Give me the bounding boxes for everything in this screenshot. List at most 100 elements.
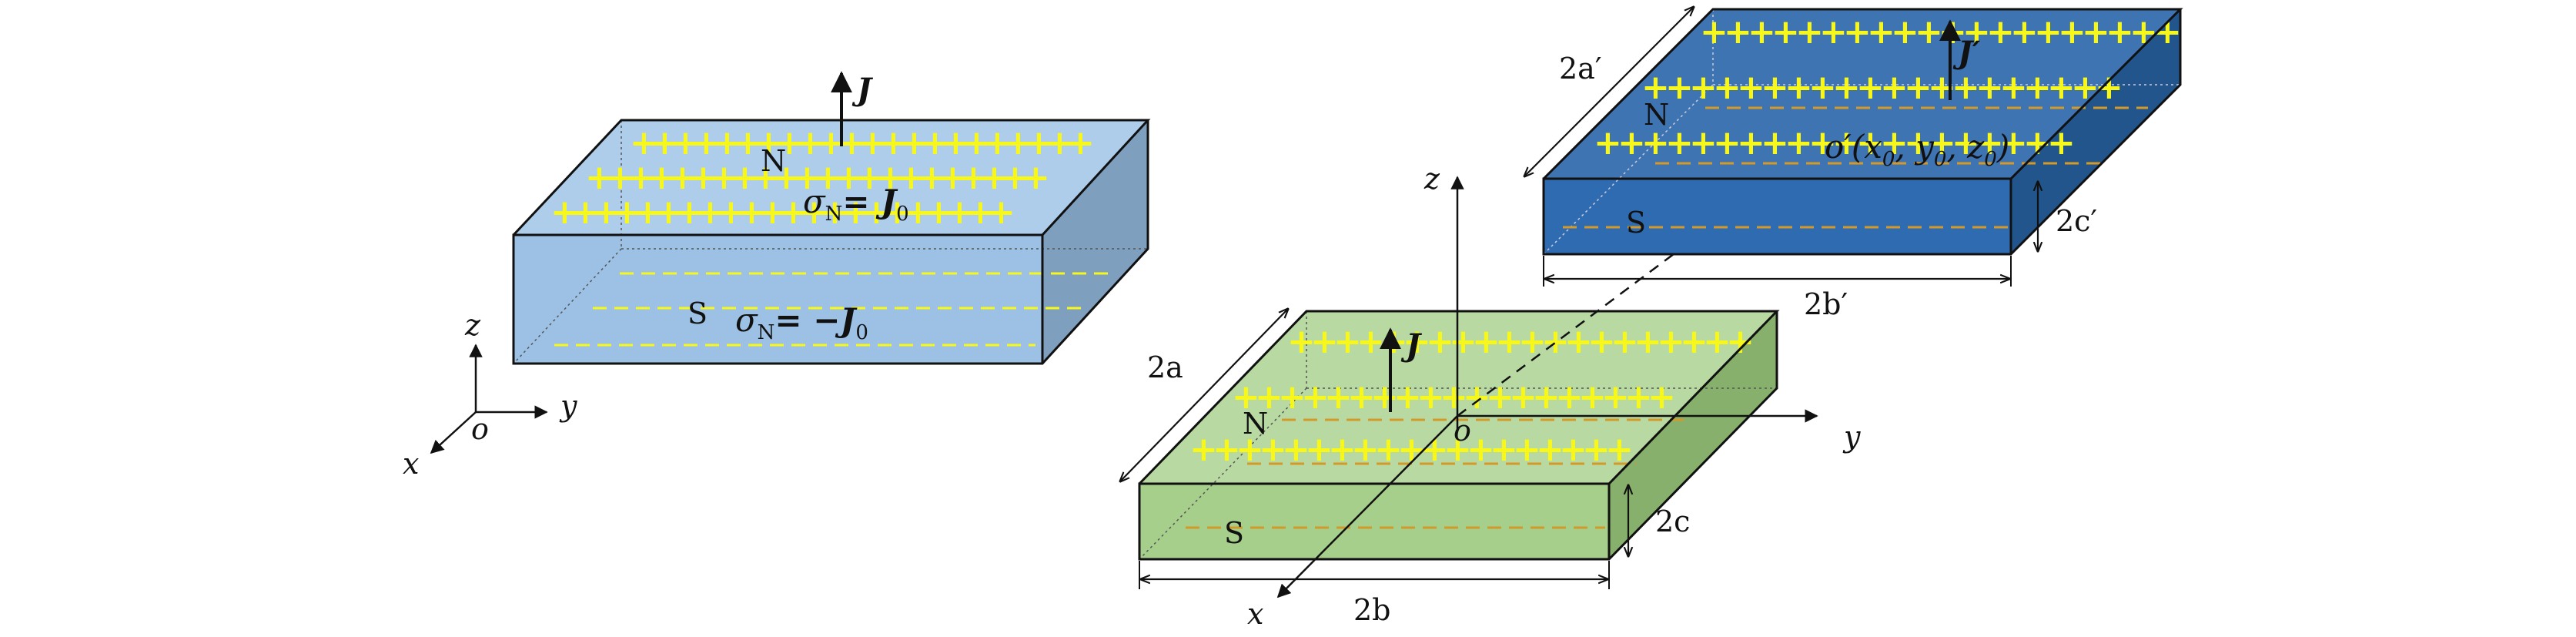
plus-charge-marker: + bbox=[1463, 377, 1491, 417]
plus-charge-marker: + bbox=[654, 193, 683, 232]
small-axis-x-label: x bbox=[403, 447, 419, 481]
plus-charge-marker: + bbox=[1467, 430, 1495, 469]
plus-charge-marker: + bbox=[1726, 322, 1755, 361]
plus-charge-marker: + bbox=[1564, 322, 1593, 361]
plus-charge-marker: + bbox=[754, 123, 783, 163]
box3-S-label: S bbox=[1626, 206, 1646, 240]
box2-superconductor-slab: ++++++++++++++++++++++++++++++++++++++++… bbox=[1120, 309, 1780, 627]
plus-charge-marker: + bbox=[945, 193, 974, 232]
box1-sigma-N-equation: σN= J0 bbox=[803, 183, 909, 226]
plus-charge-marker: + bbox=[966, 193, 995, 232]
plus-charge-marker: + bbox=[1578, 377, 1607, 417]
plus-charge-marker: + bbox=[1952, 68, 1980, 107]
plus-charge-marker: + bbox=[821, 193, 849, 232]
plus-charge-marker: + bbox=[1393, 377, 1422, 417]
plus-charge-marker: + bbox=[1536, 430, 1564, 469]
plus-charge-marker: + bbox=[1004, 123, 1032, 163]
plus-charge-marker: + bbox=[1403, 322, 1431, 361]
plus-charge-marker: + bbox=[858, 123, 887, 163]
plus-charge-marker: + bbox=[1495, 322, 1524, 361]
box1-N-label: N bbox=[761, 144, 786, 178]
plus-charge-marker: + bbox=[1785, 68, 1813, 107]
plus-charge-marker: + bbox=[2034, 12, 2062, 52]
plus-charge-marker: + bbox=[2095, 68, 2123, 107]
plus-charge-marker: + bbox=[1771, 12, 1800, 52]
box2-dim-a-label: 2a bbox=[1147, 350, 1183, 384]
plus-charge-marker: + bbox=[942, 123, 970, 163]
box3-dim-a-line bbox=[1524, 7, 1694, 176]
box3-dim-b-label: 2b′ bbox=[1804, 287, 1848, 321]
plus-charge-marker: + bbox=[2082, 12, 2110, 52]
plus-charge-marker: + bbox=[1333, 322, 1362, 361]
plus-charge-marker: + bbox=[1657, 322, 1685, 361]
plus-charge-marker: + bbox=[1867, 12, 1895, 52]
box2-dim-a-line bbox=[1120, 309, 1288, 481]
box3-origin-label: o′(x0, y0, z0) bbox=[1825, 128, 2009, 171]
plus-charge-marker: + bbox=[918, 158, 946, 197]
box1-current-label: J bbox=[851, 72, 874, 108]
plus-charge-marker: + bbox=[904, 193, 932, 232]
plus-charge-marker: + bbox=[796, 123, 825, 163]
plus-charge-marker: + bbox=[1351, 430, 1380, 469]
plus-charge-marker: + bbox=[1518, 322, 1547, 361]
plus-charge-marker: + bbox=[1449, 322, 1477, 361]
box3-side-face bbox=[2011, 9, 2180, 254]
plus-charge-marker: + bbox=[1513, 430, 1541, 469]
plus-charge-marker: + bbox=[550, 193, 579, 232]
plus-charge-marker: + bbox=[1426, 322, 1454, 361]
plus-charge-marker: + bbox=[2047, 68, 2076, 107]
plus-charge-marker: + bbox=[1999, 68, 2028, 107]
plus-charge-marker: + bbox=[1374, 430, 1403, 469]
plus-charge-marker: + bbox=[1582, 430, 1611, 469]
plus-charge-marker: + bbox=[1472, 322, 1500, 361]
plus-charge-marker: + bbox=[713, 123, 741, 163]
plus-charge-marker: + bbox=[1559, 430, 1587, 469]
box3-current-label: J′ bbox=[1952, 35, 1981, 71]
plus-charge-marker: + bbox=[1843, 12, 1872, 52]
box1-hidden-edge bbox=[513, 248, 622, 364]
plus-charge-marker: + bbox=[835, 158, 863, 197]
plus-charge-marker: + bbox=[671, 123, 700, 163]
plus-charge-marker: + bbox=[1761, 68, 1789, 107]
plus-charge-marker: + bbox=[2106, 12, 2134, 52]
plus-charge-marker: + bbox=[1324, 377, 1353, 417]
plus-charge-marker: + bbox=[1880, 68, 1909, 107]
plus-charge-marker: + bbox=[1045, 123, 1074, 163]
plus-charge-marker: + bbox=[1301, 377, 1330, 417]
plus-charge-marker: + bbox=[1952, 123, 1980, 163]
plus-charge-marker: + bbox=[1601, 377, 1630, 417]
plus-charge-marker: + bbox=[897, 158, 925, 197]
plus-charge-marker: + bbox=[1819, 12, 1848, 52]
plus-charge-marker: + bbox=[1555, 377, 1584, 417]
box3-dim-c-label: 2c′ bbox=[2056, 204, 2097, 238]
plus-charge-marker: + bbox=[630, 123, 658, 163]
box3-front-face bbox=[1544, 179, 2011, 254]
small-axis-y-label: y bbox=[559, 389, 577, 423]
plus-charge-marker: + bbox=[1066, 123, 1095, 163]
plus-charge-marker: + bbox=[841, 193, 870, 232]
plus-charge-marker: + bbox=[668, 158, 697, 197]
plus-charge-marker: + bbox=[1440, 377, 1468, 417]
plus-charge-marker: + bbox=[1713, 68, 1741, 107]
box2-front-face bbox=[1139, 484, 1609, 559]
box2-dim-c-label: 2c bbox=[1655, 505, 1690, 538]
box3-plus-rows: ++++++++++++++++++++++++++++++++++++++++… bbox=[1594, 12, 2182, 163]
plus-charge-marker: + bbox=[592, 193, 621, 232]
plus-charge-marker: + bbox=[1724, 12, 1752, 52]
plus-charge-marker: + bbox=[1856, 68, 1885, 107]
plus-charge-marker: + bbox=[647, 158, 676, 197]
plus-charge-marker: + bbox=[1795, 12, 1824, 52]
plus-charge-marker: + bbox=[900, 123, 928, 163]
plus-charge-marker: + bbox=[1928, 123, 1956, 163]
box1-sigma-S-equation: σN= −J0 bbox=[735, 301, 868, 344]
plus-charge-marker: + bbox=[692, 123, 721, 163]
main-axis-x-label: x bbox=[1247, 597, 1263, 631]
plus-charge-marker: + bbox=[731, 158, 759, 197]
plus-charge-marker: + bbox=[1986, 12, 2015, 52]
plus-charge-marker: + bbox=[1703, 322, 1731, 361]
plus-charge-marker: + bbox=[1904, 123, 1932, 163]
plus-charge-marker: + bbox=[793, 158, 821, 197]
plus-charge-marker: + bbox=[1587, 322, 1616, 361]
plus-charge-marker: + bbox=[772, 158, 801, 197]
